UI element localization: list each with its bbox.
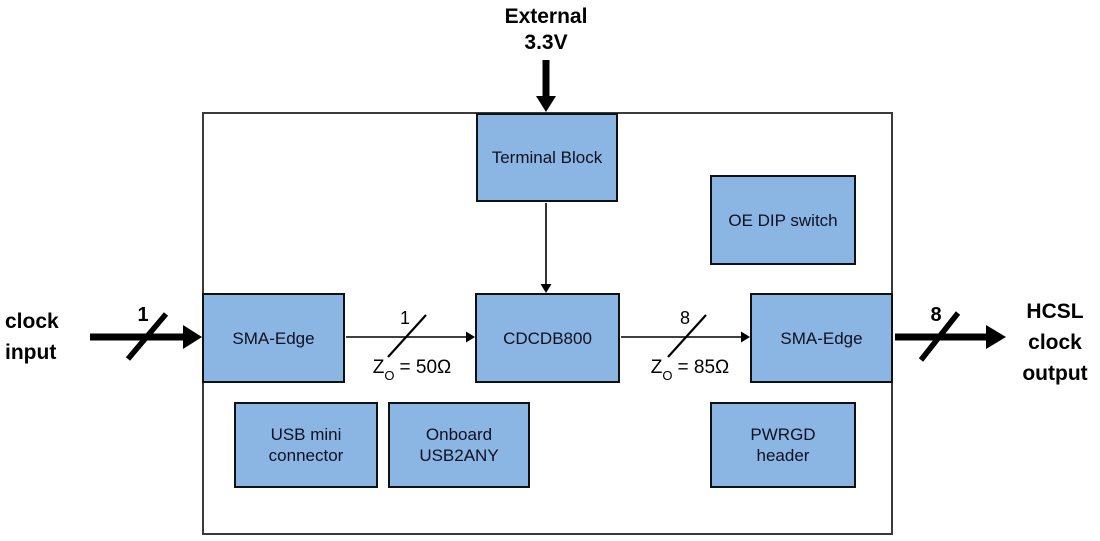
bus-count-trace-in: 1 [399, 308, 410, 328]
impedance-label-85ohm: ZO= 85Ω [638, 357, 742, 382]
z-symbol: Z [650, 357, 663, 378]
clock-input-label: clock input [5, 310, 59, 364]
terminal-block-box: Terminal Block [476, 113, 618, 202]
onboard-usb2any-box: Onboard USB2ANY [388, 402, 530, 488]
external-supply-label: External 3.3V [504, 5, 588, 54]
bus-count-trace-out: 8 [679, 308, 690, 328]
z-value: = 85Ω [677, 357, 730, 378]
bus-count-input: 1 [137, 304, 149, 326]
z-subscript: O [662, 367, 673, 383]
z-symbol: Z [372, 357, 385, 378]
pwrgd-header-box: PWRGD header [710, 402, 856, 488]
usb-mini-connector-box: USB mini connector [234, 402, 378, 488]
sma-edge-output-box: SMA-Edge [750, 293, 893, 383]
bus-count-output: 8 [930, 304, 942, 326]
cdcdb800-box: CDCDB800 [475, 293, 620, 383]
impedance-label-50ohm: ZO= 50Ω [362, 357, 462, 382]
z-subscript: O [384, 367, 395, 383]
z-value: = 50Ω [399, 357, 452, 378]
sma-edge-input-box: SMA-Edge [202, 293, 345, 383]
clock-output-label: HCSL clock output [1022, 300, 1088, 385]
clock-output-arrow [895, 311, 1006, 362]
external-supply-arrow [536, 60, 556, 112]
oe-dip-switch-box: OE DIP switch [710, 175, 856, 265]
